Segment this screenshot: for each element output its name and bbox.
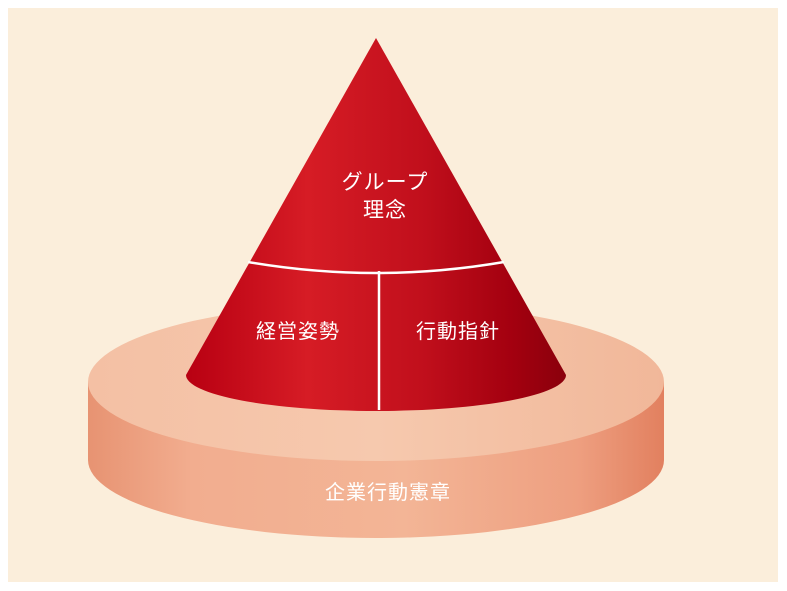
- cone-body: [186, 38, 566, 411]
- cone-horizontal-divider: [247, 260, 505, 275]
- base-label: 企業行動憲章: [325, 480, 451, 504]
- cone: [186, 38, 566, 411]
- top-section-label: グループ 理念: [300, 168, 470, 224]
- top-section-line1: グループ: [341, 170, 429, 194]
- top-section-line2: 理念: [363, 198, 407, 222]
- right-section-label: 行動指針: [416, 319, 500, 343]
- left-section-label: 経営姿勢: [256, 319, 340, 343]
